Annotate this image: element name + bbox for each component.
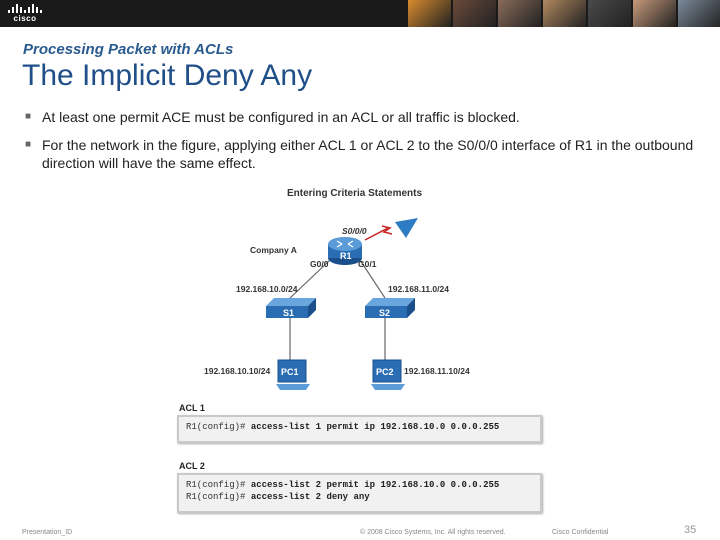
cli-command: access-list 1 permit ip 192.168.10.0 0.0… (251, 422, 499, 432)
header-photo (453, 0, 496, 27)
bullet-text: At least one permit ACE must be configur… (25, 108, 705, 126)
acl2-config-line: R1(config)# access-list 2 permit ip 192.… (186, 479, 533, 491)
serial-interface-label: S0/0/0 (342, 226, 367, 236)
switch-s1-label: S1 (283, 308, 294, 318)
header-photo (543, 0, 586, 27)
footer-copyright: © 2008 Cisco Systems, Inc. All rights re… (360, 529, 506, 536)
cli-prompt: R1(config)# (186, 480, 245, 490)
cisco-logo-text: cisco (8, 14, 42, 23)
header-photo (588, 0, 631, 27)
company-label: Company A (250, 245, 297, 255)
bullet-item: ■ For the network in the figure, applyin… (25, 136, 705, 172)
footer-confidential: Cisco Confidential (552, 529, 608, 536)
serial-link (365, 228, 388, 240)
header-photo (408, 0, 451, 27)
slide-subtitle: Processing Packet with ACLs (23, 41, 233, 58)
header-photo-strip (408, 0, 720, 27)
cisco-bars-icon (8, 4, 42, 13)
cli-prompt: R1(config)# (186, 422, 245, 432)
cli-prompt: R1(config)# (186, 492, 245, 502)
page-number: 35 (684, 524, 696, 536)
figure-title: Entering Criteria Statements (287, 188, 422, 199)
pc2-ip-label: 192.168.11.10/24 (404, 366, 470, 376)
network-left-label: 192.168.10.0/24 (236, 284, 298, 294)
slide-title: The Implicit Deny Any (22, 59, 312, 93)
bullet-square-icon: ■ (25, 136, 31, 154)
header-photo (633, 0, 676, 27)
pc1-label: PC1 (281, 367, 299, 377)
cli-command: access-list 2 deny any (251, 492, 370, 502)
acl1-label: ACL 1 (179, 403, 205, 413)
cisco-logo: cisco (8, 4, 42, 24)
acl1-config-box: R1(config)# access-list 1 permit ip 192.… (177, 415, 542, 443)
bullet-text: For the network in the figure, applying … (25, 136, 705, 172)
footer-presentation-id: Presentation_ID (22, 529, 72, 536)
bullet-item: ■ At least one permit ACE must be config… (25, 108, 705, 126)
header-banner: cisco (0, 0, 720, 27)
acl2-config-box: R1(config)# access-list 2 permit ip 192.… (177, 473, 542, 513)
acl2-label: ACL 2 (179, 461, 205, 471)
pc2-label: PC2 (376, 367, 394, 377)
header-photo (498, 0, 541, 27)
cli-command: access-list 2 permit ip 192.168.10.0 0.0… (251, 480, 499, 490)
network-right-label: 192.168.11.0/24 (388, 284, 449, 294)
wan-cloud-icon (395, 218, 418, 238)
pc1-ip-label: 192.168.10.10/24 (204, 366, 270, 376)
acl2-config-line: R1(config)# access-list 2 deny any (186, 491, 533, 503)
g1-interface-label: G0/1 (358, 259, 377, 269)
acl1-config-line: R1(config)# access-list 1 permit ip 192.… (186, 421, 533, 433)
switch-s2-label: S2 (379, 308, 390, 318)
bullet-square-icon: ■ (25, 108, 31, 126)
g0-interface-label: G0/0 (310, 259, 329, 269)
header-photo (678, 0, 720, 27)
router-label: R1 (340, 251, 352, 261)
